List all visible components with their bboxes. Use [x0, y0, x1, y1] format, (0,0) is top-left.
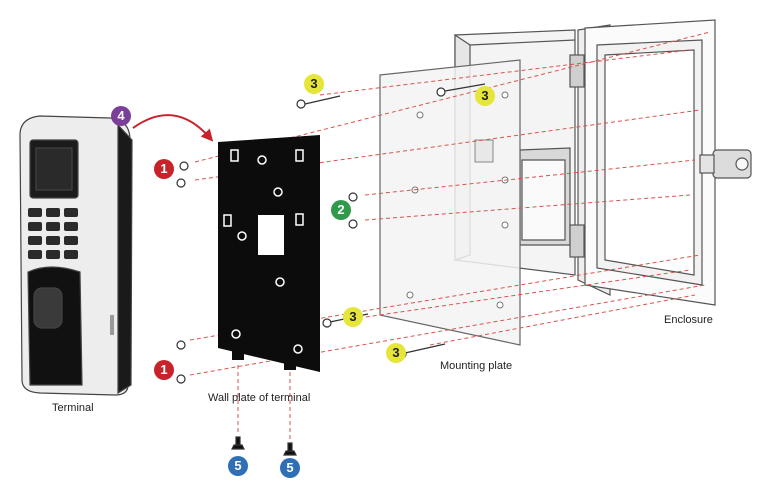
- mounting-plate-illustration: [379, 59, 521, 346]
- screw-icon: [231, 436, 245, 450]
- step-1-badge: 1: [154, 159, 174, 179]
- screw-icon: [436, 83, 486, 97]
- terminal-illustration: [19, 115, 133, 396]
- step-4-badge: 4: [111, 106, 131, 126]
- screw-icon: [176, 374, 186, 384]
- curved-arrow: [132, 114, 214, 142]
- terminal-label: Terminal: [52, 402, 94, 414]
- screw-icon: [348, 192, 358, 202]
- screw-icon: [176, 340, 186, 350]
- step-3-badge: 3: [386, 343, 406, 363]
- screw-icon: [296, 95, 341, 109]
- screw-icon: [179, 161, 189, 171]
- step-1-badge: 1: [154, 360, 174, 380]
- step-5-badge: 5: [228, 456, 248, 476]
- wall-plate-illustration: [218, 135, 320, 372]
- step-3-badge: 3: [475, 86, 495, 106]
- screw-icon: [283, 442, 297, 456]
- mounting-plate-label: Mounting plate: [440, 360, 513, 372]
- step-3-badge: 3: [304, 74, 324, 94]
- screw-icon: [176, 178, 186, 188]
- step-3-badge: 3: [343, 307, 363, 327]
- screw-icon: [348, 219, 358, 229]
- step-2-badge: 2: [331, 200, 351, 220]
- wall-plate-label: Wall plate of terminal: [208, 392, 311, 404]
- step-5-badge: 5: [280, 458, 300, 478]
- enclosure-label: Enclosure: [664, 314, 713, 326]
